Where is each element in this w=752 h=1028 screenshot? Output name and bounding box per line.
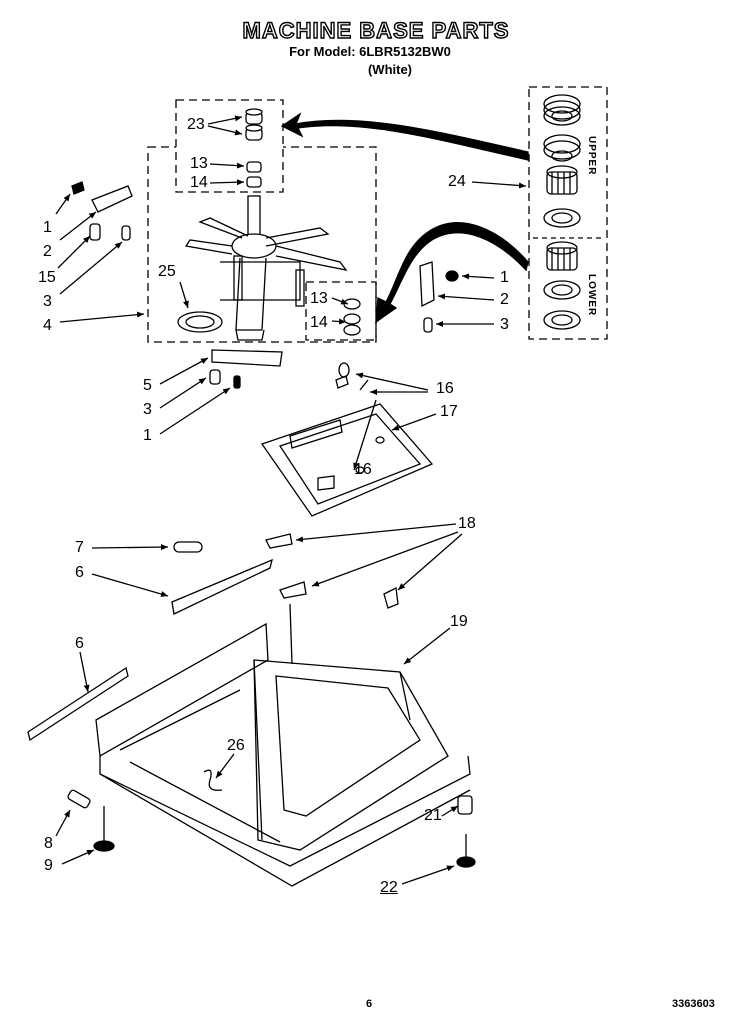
callout-2: 2 (43, 243, 52, 260)
small-parts-7-6-18 (27, 533, 399, 742)
callout-16: 16 (354, 461, 372, 478)
callout-7: 7 (75, 539, 84, 556)
callout-3: 3 (43, 293, 52, 310)
page-number: 6 (366, 998, 373, 1010)
gearcase-assembly (184, 195, 348, 341)
callout-5: 5 (143, 377, 152, 394)
bracket-left-top (71, 181, 133, 241)
parts-5-3-1 (209, 349, 283, 389)
tub-support-17 (260, 362, 434, 517)
callout-2: 2 (500, 291, 509, 308)
callout-16: 16 (436, 380, 454, 397)
callout-13: 13 (190, 155, 208, 172)
inset-bearings (543, 94, 581, 330)
machine-base-frame (95, 603, 471, 887)
inset-label-lower: LOWER (586, 274, 597, 317)
callout-1: 1 (143, 427, 152, 444)
bracket-right-top (419, 261, 459, 333)
gearcase-box (147, 146, 377, 343)
callout-6: 6 (75, 564, 84, 581)
bearing-box-13-14 (305, 281, 377, 341)
callout-8: 8 (44, 835, 53, 852)
callout-4: 4 (43, 317, 52, 334)
callout-19: 19 (450, 613, 468, 630)
inset-label-upper: UPPER (586, 136, 597, 176)
callout-9: 9 (44, 857, 53, 874)
callout-3: 3 (143, 401, 152, 418)
callout-6: 6 (75, 635, 84, 652)
curved-arrow-upper (280, 112, 529, 161)
callout-15: 15 (38, 269, 56, 286)
seal-25 (177, 311, 223, 333)
callout-26: 26 (227, 737, 245, 754)
callout-23: 23 (187, 116, 205, 133)
callout-1: 1 (43, 219, 52, 236)
leader-lines (55, 115, 527, 885)
feet-and-hook (67, 769, 476, 868)
callout-18: 18 (458, 515, 476, 532)
callout-21: 21 (424, 807, 442, 824)
callout-22: 22 (380, 879, 398, 896)
model-number: For Model: 6LBR5132BW0 (289, 44, 451, 59)
callout-17: 17 (440, 403, 458, 420)
inset-box (528, 86, 608, 340)
model-color: (White) (367, 62, 413, 77)
curved-arrow-lower (375, 222, 529, 324)
callout-14: 14 (310, 314, 328, 331)
document-number: 3363603 (672, 998, 715, 1010)
bearing-box-23 (175, 99, 284, 193)
callout-25: 25 (158, 263, 176, 280)
page-title: MACHINE BASE PARTS (242, 17, 510, 43)
callout-1: 1 (500, 269, 509, 286)
callout-13: 13 (310, 290, 328, 307)
callout-3: 3 (500, 316, 509, 333)
callout-14: 14 (190, 174, 208, 191)
callout-24: 24 (448, 173, 466, 190)
